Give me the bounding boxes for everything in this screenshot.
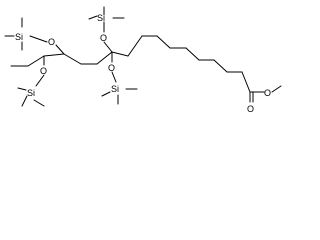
bond xyxy=(103,41,113,53)
bond xyxy=(156,35,171,49)
atom-o-mid: O xyxy=(108,63,115,73)
atom-si-bottom-left: Si xyxy=(27,88,35,98)
bond xyxy=(29,35,48,43)
atom-o-bottom-left: O xyxy=(40,66,47,76)
bond xyxy=(101,91,111,97)
atom-si-mid: Si xyxy=(111,84,119,94)
bond xyxy=(55,44,65,55)
bond xyxy=(111,51,129,57)
atom-si-left: Si xyxy=(15,32,23,42)
atom-o-ester: O xyxy=(264,88,271,98)
bond xyxy=(43,53,65,57)
bond xyxy=(63,53,82,65)
bond xyxy=(241,71,251,93)
bond xyxy=(21,95,28,107)
bond xyxy=(88,15,98,20)
atom-labels: Si O Si O O Si O Si O O xyxy=(15,13,271,114)
atom-si-top: Si xyxy=(97,13,105,23)
bond xyxy=(96,51,113,65)
atom-o-top: O xyxy=(100,33,107,43)
atom-o-carbonyl: O xyxy=(247,104,254,114)
bond xyxy=(185,47,200,61)
bonds xyxy=(4,6,282,107)
bond xyxy=(111,71,117,83)
bond xyxy=(271,85,282,93)
bond xyxy=(127,35,143,57)
bond xyxy=(17,87,27,91)
molecule-structure-diagram: Si O Si O O Si O Si O O xyxy=(4,6,282,114)
bond xyxy=(33,99,45,107)
bond xyxy=(35,74,45,87)
bond xyxy=(27,55,45,67)
atom-o-left: O xyxy=(48,37,55,47)
bond xyxy=(213,59,228,73)
